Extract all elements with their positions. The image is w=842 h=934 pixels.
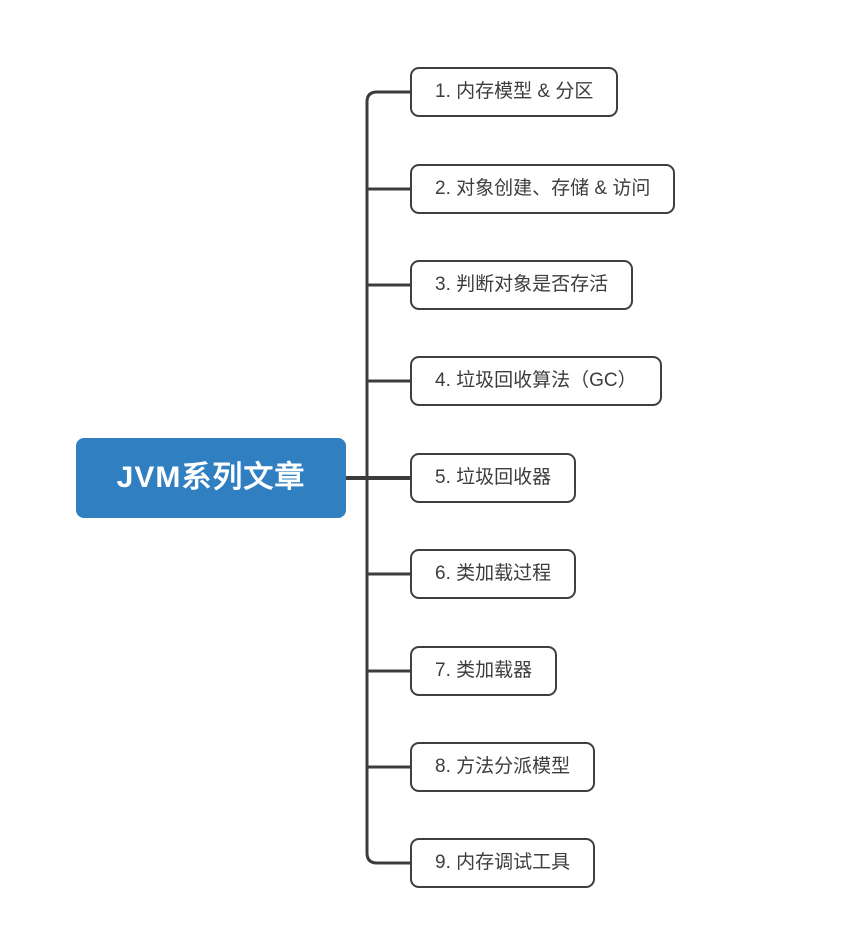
branch-node-class-loaders[interactable]: 7. 类加载器 <box>410 646 558 696</box>
branch-node-object-liveness[interactable]: 3. 判断对象是否存活 <box>410 260 634 310</box>
branch-node-method-dispatch[interactable]: 8. 方法分派模型 <box>410 742 596 792</box>
connector-trunk <box>365 90 412 865</box>
branch-node-gc-algorithms[interactable]: 4. 垃圾回收算法（GC） <box>410 356 662 406</box>
branch-node-memory-debug-tools[interactable]: 9. 内存调试工具 <box>410 838 596 888</box>
branch-node-object-creation[interactable]: 2. 对象创建、存储 & 访问 <box>410 164 676 214</box>
branch-node-memory-model[interactable]: 1. 内存模型 & 分区 <box>410 67 619 117</box>
branch-node-class-loading[interactable]: 6. 类加载过程 <box>410 549 577 599</box>
branch-node-gc-collectors[interactable]: 5. 垃圾回收器 <box>410 453 577 503</box>
root-node-jvm-series[interactable]: JVM系列文章 <box>76 438 346 518</box>
